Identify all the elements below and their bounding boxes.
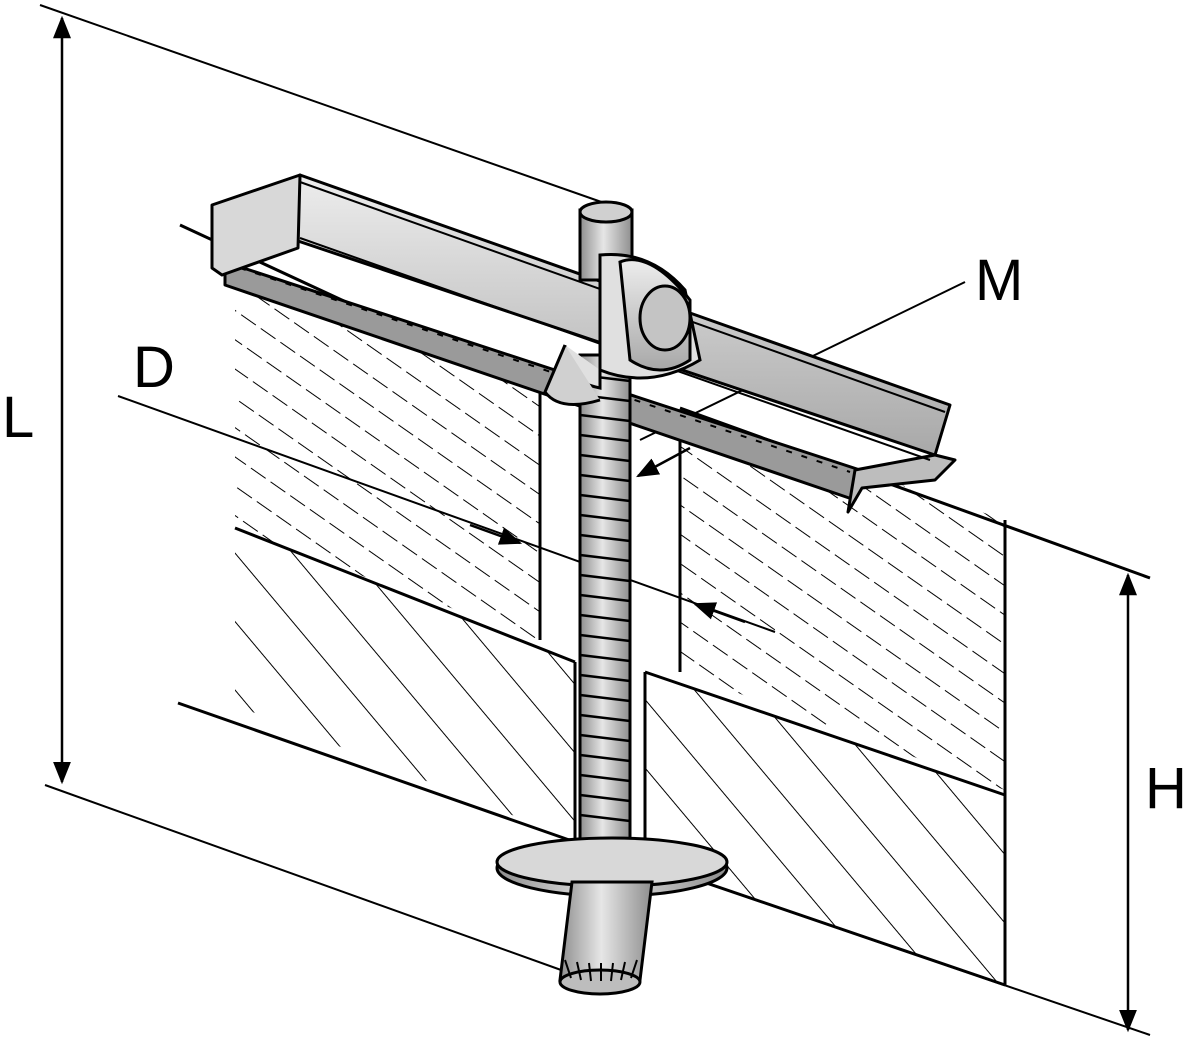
wall-lower-right bbox=[645, 672, 1005, 985]
dimension-m-arrow bbox=[636, 446, 691, 478]
dimension-arrows bbox=[53, 15, 1137, 1033]
wing-right-end bbox=[846, 453, 957, 514]
label-d: D bbox=[133, 335, 175, 400]
wing-left-flange bbox=[210, 173, 302, 277]
label-l: L bbox=[2, 385, 34, 450]
bolt-threads bbox=[579, 373, 631, 823]
wall-upper-layer bbox=[235, 280, 1005, 790]
extension-lines bbox=[39, 4, 1151, 1036]
bolt bbox=[495, 200, 729, 996]
wall-upper-left bbox=[235, 280, 540, 640]
dimension-d-arrow-left bbox=[469, 523, 523, 545]
wall-lower-left bbox=[235, 528, 575, 840]
pivot-clip bbox=[543, 252, 702, 406]
label-h: H bbox=[1145, 756, 1187, 821]
wall-lower-layer bbox=[235, 528, 1005, 985]
wall-upper-right bbox=[680, 410, 1005, 790]
dimension-d-arrow-right bbox=[692, 602, 746, 624]
bolt-head bbox=[558, 880, 654, 982]
pivot-hole bbox=[638, 284, 692, 352]
label-m: M bbox=[975, 248, 1023, 313]
